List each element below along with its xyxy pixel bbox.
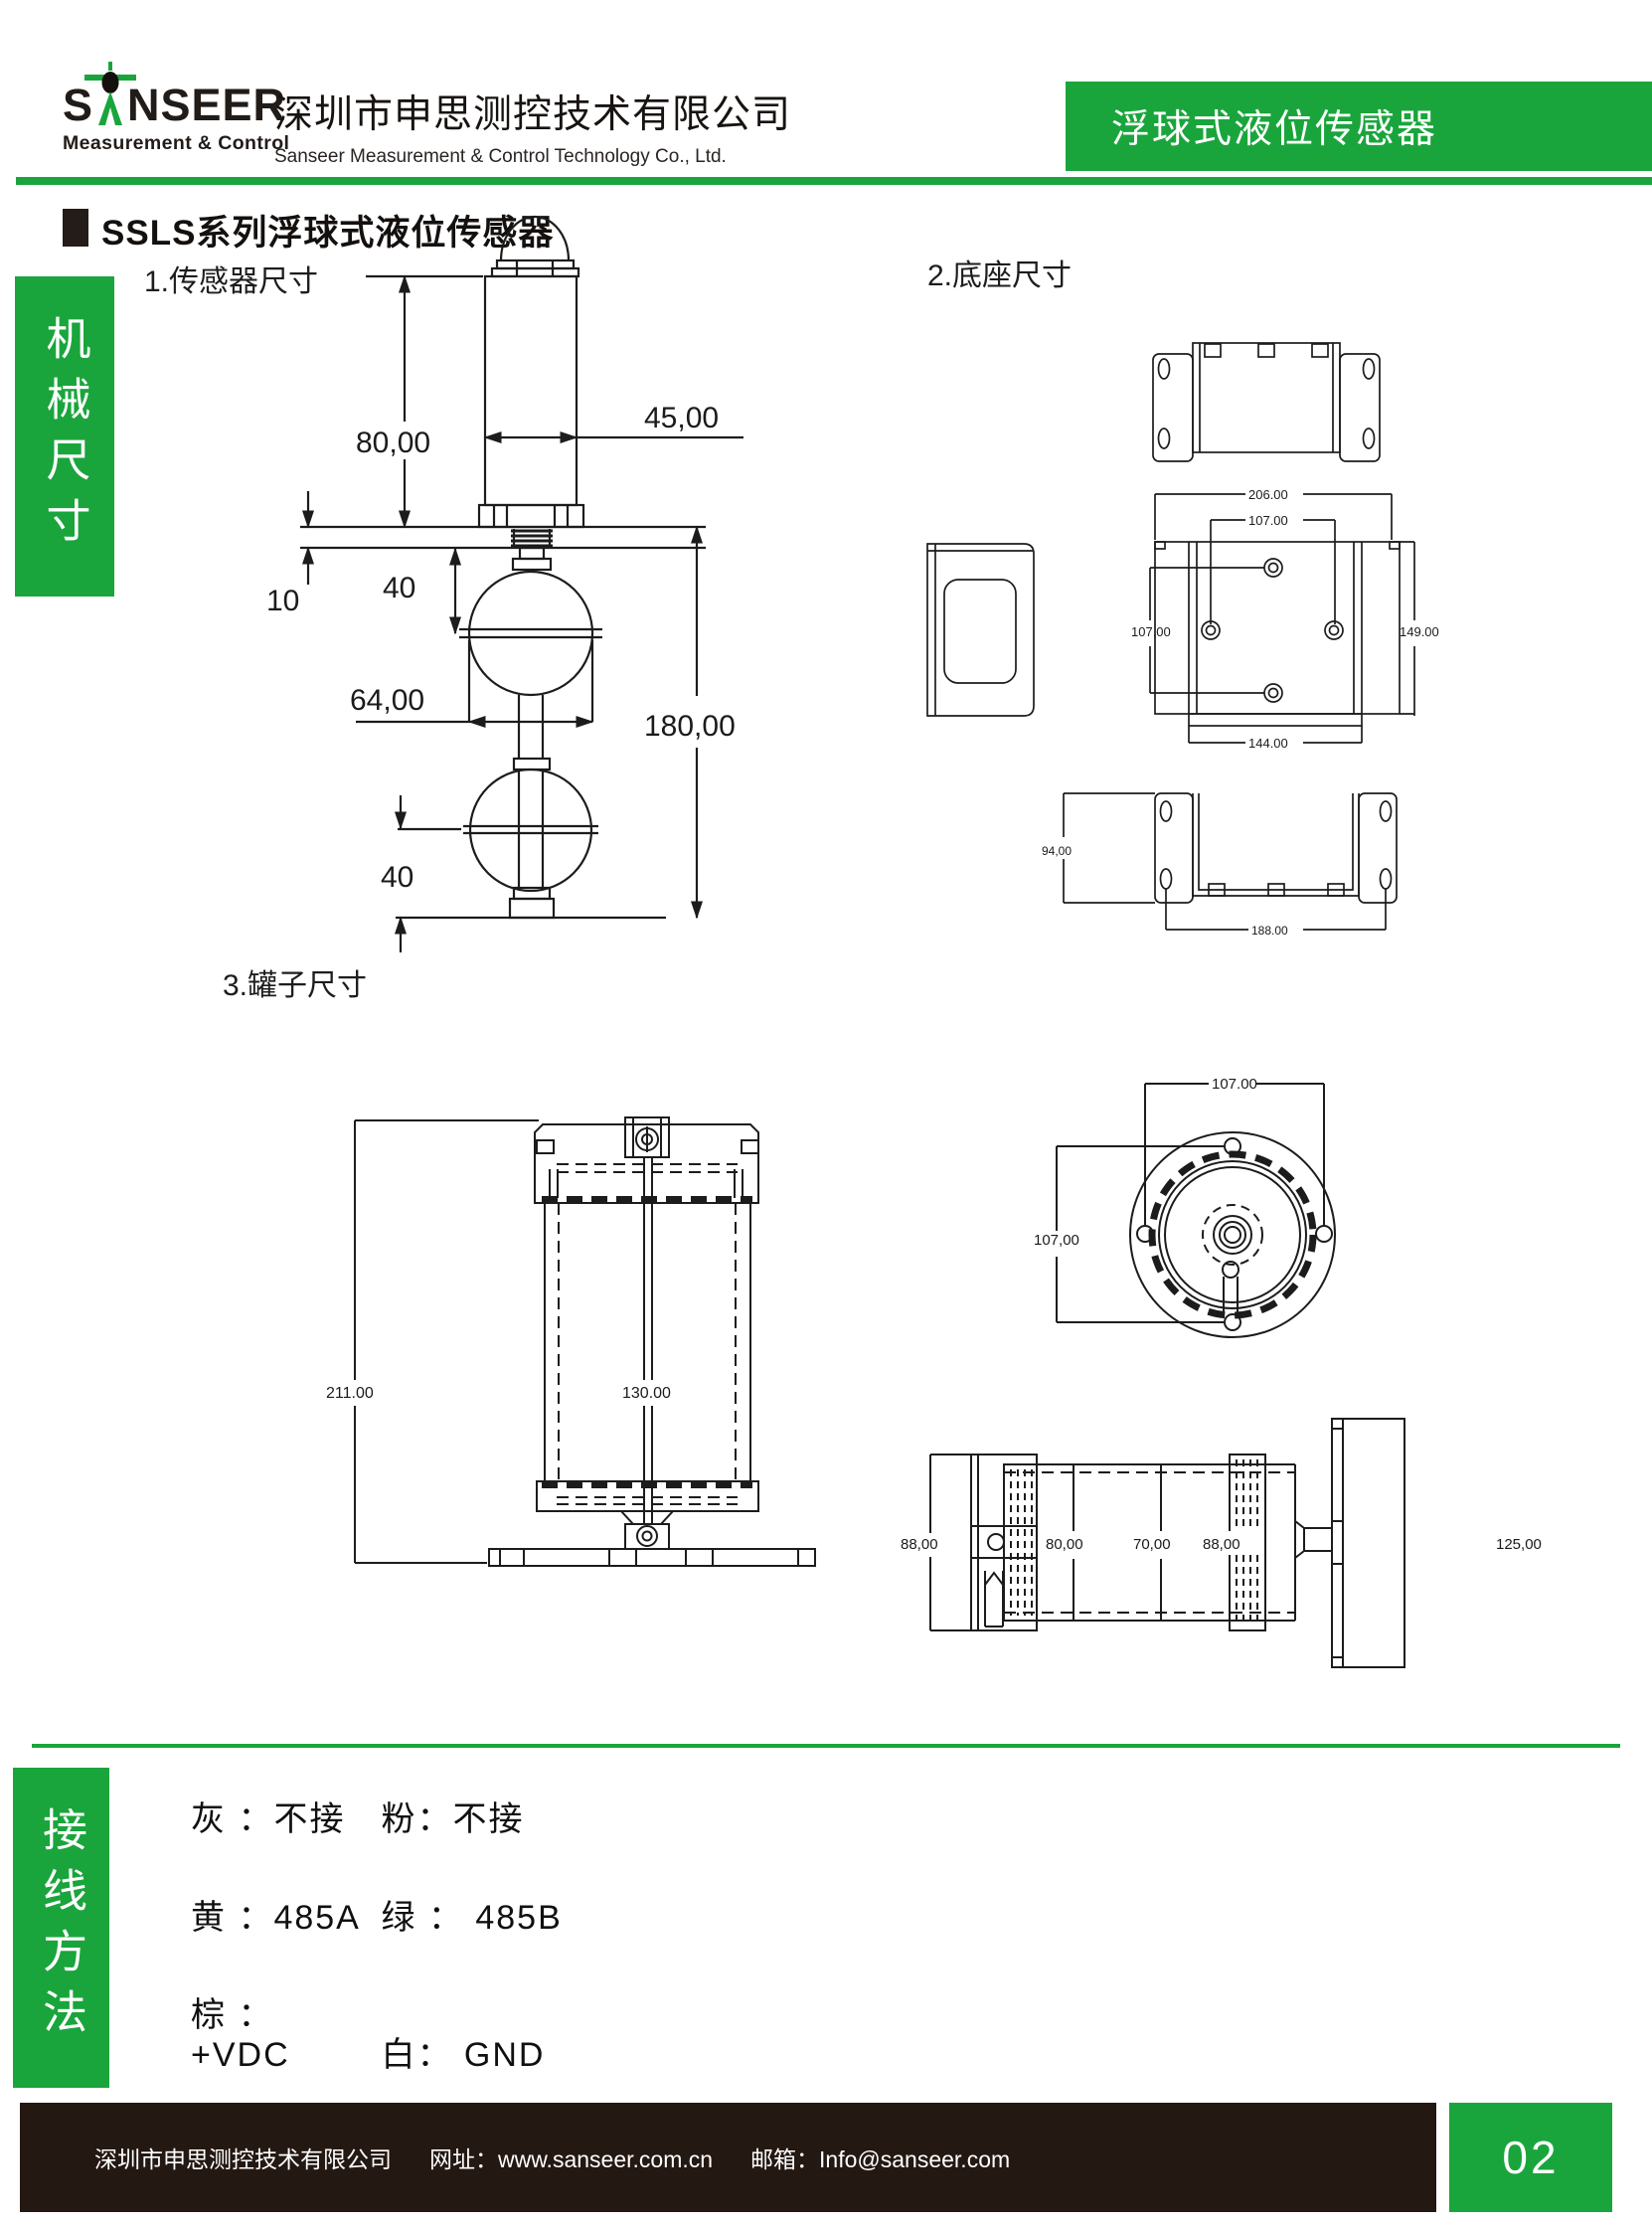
company-block: 深圳市申思测控技术有限公司 Sanseer Measurement & Cont… [274, 84, 791, 168]
wiring-pink: 粉：不接 [381, 1800, 525, 1838]
dim-tank-body-a: 80,00 [1046, 1536, 1083, 1553]
dim-sensor-gap-bottom: 40 [381, 861, 413, 894]
sidebar-mechanical-dimensions: 机械尺寸 [15, 276, 114, 597]
dim-sensor-plate: 10 [266, 585, 299, 617]
wiring-green: 绿 ： 485B [381, 1899, 563, 1937]
footer-website: 网址：www.sanseer.com.cn [429, 2146, 714, 2172]
dim-tank-body-b: 70,00 [1133, 1536, 1171, 1553]
logo-text-left: S [63, 80, 94, 130]
dim-base-hole-w: 107.00 [1248, 513, 1288, 528]
dim-base-inner-w: 144.00 [1248, 736, 1288, 751]
footer-company: 深圳市申思测控技术有限公司 [94, 2146, 392, 2172]
dim-tank-flange: 125,00 [1496, 1536, 1542, 1553]
logo-text-right: NSEER [127, 80, 287, 130]
dim-base-bracket-w: 188.00 [1251, 924, 1288, 938]
dim-tank-total-h: 211.00 [326, 1385, 374, 1402]
dim-tank-hole-h: 107,00 [1034, 1232, 1079, 1249]
logo-person-icon [84, 62, 137, 125]
tank-dimension-drawing: 211.00 130.00 107.00 107,00 88,00 80,00 … [326, 1076, 1542, 1668]
footer-bar: 深圳市申思测控技术有限公司 网址：www.sanseer.com.cn 邮箱：I… [20, 2103, 1436, 2212]
dim-base-bracket-h: 94,00 [1042, 844, 1072, 858]
base-dimension-drawing: 206.00 107.00 107,00 149.00 144.00 94,00… [926, 342, 1439, 938]
dim-base-outer-w: 206.00 [1248, 487, 1288, 502]
logo: S NSEER Measurement & Control [63, 62, 289, 155]
dim-sensor-total: 180,00 [644, 710, 736, 743]
wiring-row: 黄 ：485A 绿 ： 485B [191, 1890, 563, 1939]
footer-email: 邮箱：Info@sanseer.com [750, 2146, 1011, 2172]
page-number-badge: 02 [1449, 2103, 1612, 2212]
sidebar-wiring-label: 接线方法 [36, 1806, 86, 2049]
wiring-yellow: 黄 ：485A [191, 1899, 361, 1937]
page-title: SSLS系列浮球式液位传感器 [101, 214, 555, 253]
figure2-label: 2.底座尺寸 [927, 259, 1073, 292]
title-bullet [63, 209, 88, 247]
wiring-brown: 棕 ：+VDC [191, 1996, 290, 2074]
wiring-divider [32, 1744, 1620, 1748]
wiring-gray: 灰 ：不接 [191, 1800, 346, 1838]
dim-base-side-h: 149.00 [1400, 624, 1439, 639]
dim-tank-cap-b: 88,00 [1203, 1536, 1240, 1553]
dim-sensor-width: 45,00 [644, 402, 719, 434]
logo-wordmark: S NSEER [63, 62, 289, 127]
logo-tagline: Measurement & Control [63, 132, 290, 154]
dim-tank-body-h: 130.00 [622, 1385, 671, 1402]
sidebar-wiring-method: 接线方法 [13, 1768, 109, 2088]
sensor-dimension-drawing: 80,00 45,00 40 10 64,00 180,00 40 [266, 215, 743, 952]
figure1-label: 1.传感器尺寸 [144, 265, 319, 298]
wiring-white: 白： GND [381, 2036, 546, 2074]
header-rule [16, 177, 1652, 185]
company-name-cn: 深圳市申思测控技术有限公司 [274, 93, 792, 136]
dim-tank-hole-w: 107.00 [1212, 1076, 1257, 1093]
dim-sensor-gap-top: 40 [383, 572, 415, 604]
dim-tank-cap-a: 88,00 [901, 1536, 938, 1553]
company-name-en: Sanseer Measurement & Control Technology… [274, 146, 727, 167]
wiring-row: 灰 ：不接 粉：不接 [191, 1792, 524, 1840]
dim-sensor-height: 80,00 [356, 427, 430, 459]
sidebar-mech-label: 机械尺寸 [39, 315, 90, 558]
wiring-row: 棕 ：+VDC 白： GND [191, 1987, 545, 2076]
product-badge: 浮球式液位传感器 [1066, 82, 1652, 171]
figure3-label: 3.罐子尺寸 [223, 969, 368, 1002]
dim-base-hole-h: 107,00 [1131, 624, 1171, 639]
dim-sensor-ball: 64,00 [350, 684, 424, 717]
